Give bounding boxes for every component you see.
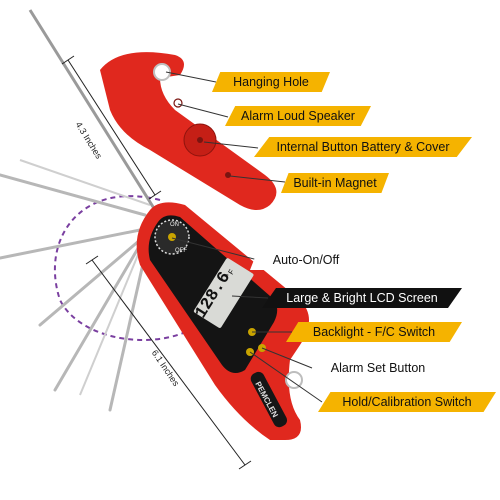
ghost-probes [0, 173, 147, 412]
label-lcd-screen: Large & Bright LCD Screen [262, 288, 462, 308]
dimension-line-upper [67, 59, 156, 196]
leader-lines [165, 71, 323, 403]
label-hold-calibration: Hold/Calibration Switch [318, 392, 496, 412]
probe-upper [28, 9, 157, 211]
dial-on-text: ON [170, 222, 179, 228]
label-auto-on-off: Auto-On/Off [250, 250, 362, 270]
label-battery-cover: Internal Button Battery & Cover [254, 137, 472, 157]
dimension-line-lower [91, 259, 246, 466]
label-magnet: Built-in Magnet [281, 173, 389, 193]
label-hanging-hole: Hanging Hole [212, 72, 330, 92]
device-front [136, 202, 309, 440]
label-alarm-set: Alarm Set Button [308, 358, 448, 378]
device-back [100, 52, 277, 211]
dial-off-text: OFF [175, 248, 187, 254]
label-backlight-switch: Backlight - F/C Switch [286, 322, 462, 342]
label-alarm-speaker: Alarm Loud Speaker [225, 106, 371, 126]
ghost-probes-light [19, 159, 151, 396]
